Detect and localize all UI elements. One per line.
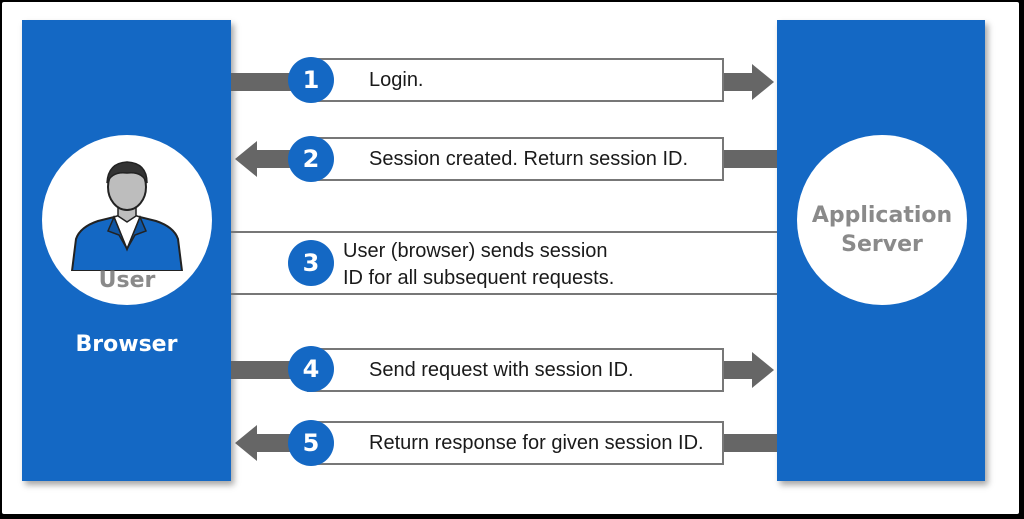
arrow-1-shaft (724, 73, 754, 91)
arrow-2-head (235, 141, 257, 177)
person-icon (70, 161, 184, 271)
step-3-text-line1: User (browser) sends session (343, 240, 608, 262)
user-circle: User (42, 135, 212, 305)
step-2-box: Session created. Return session ID. (307, 137, 724, 181)
server-label-line: Server (841, 232, 923, 257)
arrow-1-tail (231, 73, 291, 91)
arrow-4-tail (231, 361, 291, 379)
arrow-2-shaft (255, 150, 295, 168)
step-4-badge: 4 (288, 346, 334, 392)
arrow-4-head (752, 352, 774, 388)
arrow-1-head (752, 64, 774, 100)
step-3-text: User (browser) sends session ID for all … (343, 238, 614, 292)
arrow-5-shaft (255, 434, 295, 452)
step-1-badge: 1 (288, 57, 334, 103)
step-2-text: Session created. Return session ID. (369, 147, 689, 170)
arrow-2-tail (724, 150, 777, 168)
step-3-top-line (231, 231, 777, 233)
step-3-badge: 3 (288, 240, 334, 286)
arrow-5-head (235, 425, 257, 461)
step-5-box: Return response for given session ID. (307, 421, 724, 465)
server-label-line: Application (811, 203, 953, 228)
step-3-bottom-line (231, 293, 777, 295)
step-5-text: Return response for given session ID. (369, 431, 704, 454)
step-3-text-line2: ID for all subsequent requests. (343, 267, 615, 289)
arrow-4-shaft (724, 361, 754, 379)
step-4-box: Send request with session ID. (307, 348, 724, 392)
step-5-badge: 5 (288, 420, 334, 466)
step-2-badge: 2 (288, 136, 334, 182)
step-4-text: Send request with session ID. (369, 358, 634, 381)
arrow-5-tail (724, 434, 777, 452)
browser-panel: User Browser (22, 20, 231, 481)
step-1-box: Login. (307, 58, 724, 102)
user-label: User (98, 268, 156, 293)
step-1-text: Login. (369, 68, 424, 91)
browser-label: Browser (75, 332, 178, 357)
